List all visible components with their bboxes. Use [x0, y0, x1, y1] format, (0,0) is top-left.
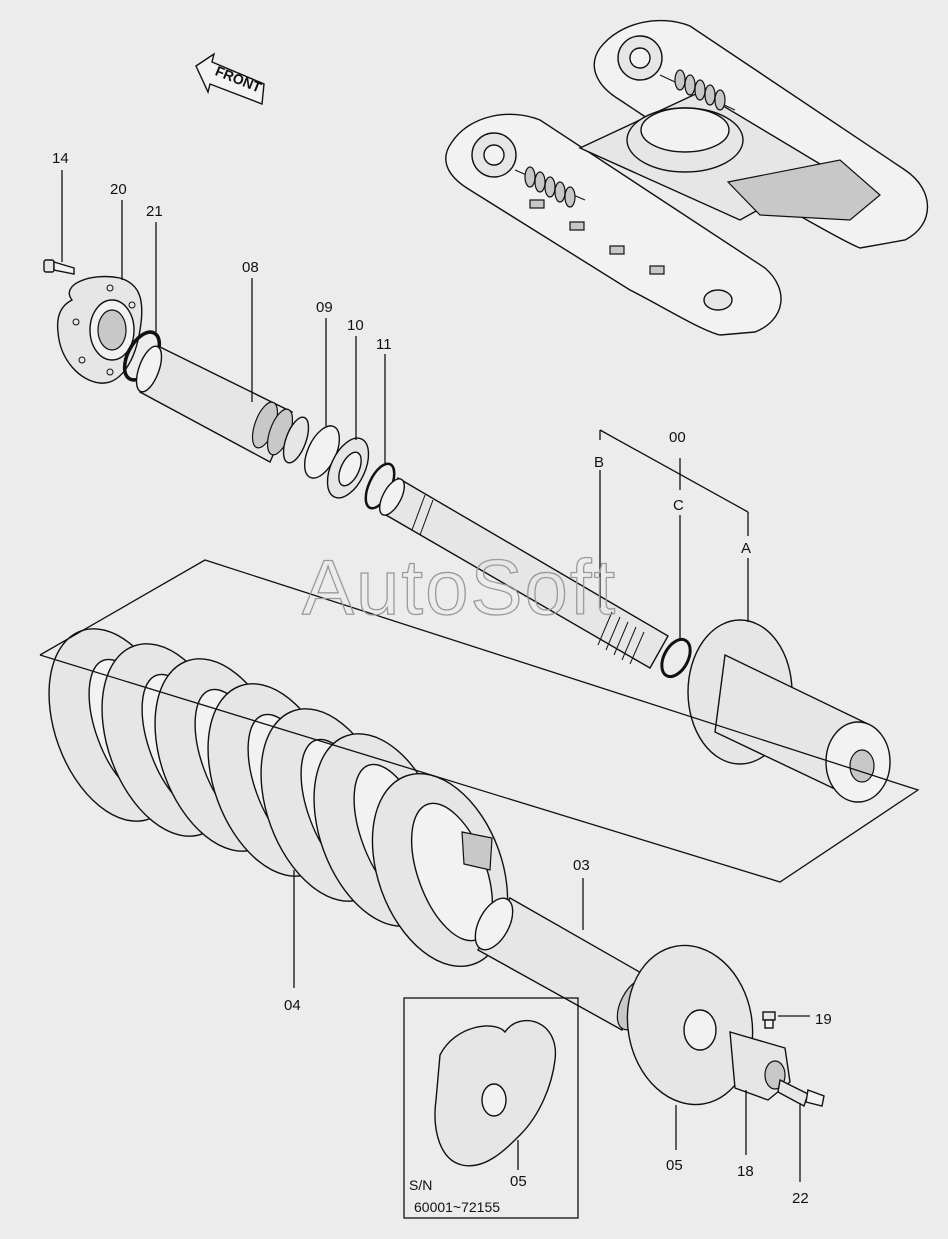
- inset-sn-label: S/N: [409, 1177, 432, 1193]
- yoke-05: [626, 944, 791, 1106]
- frame-spring-coils: [524, 69, 726, 208]
- leader-lines: [39, 170, 920, 1182]
- label-21: 21: [146, 203, 163, 220]
- bolt-14: [43, 259, 75, 275]
- label-04: 04: [284, 997, 301, 1014]
- label-00: 00: [669, 429, 686, 446]
- label-11: 11: [376, 336, 392, 353]
- label-14: 14: [52, 150, 69, 167]
- label-a: A: [741, 540, 751, 557]
- label-22: 22: [792, 1190, 809, 1207]
- o-ring-c: [660, 637, 692, 679]
- watermark: AutoSoft: [302, 543, 617, 631]
- label-05: 05: [666, 1157, 683, 1174]
- inset-variant-box: [403, 997, 579, 1219]
- inset-serial-range: 60001~72155: [414, 1199, 500, 1215]
- ring-10: [326, 437, 370, 499]
- track-frame-overview: [445, 19, 929, 336]
- piston-rod: [378, 476, 669, 669]
- label-08: 08: [242, 259, 259, 276]
- label-b: B: [594, 454, 604, 471]
- label-09: 09: [316, 299, 333, 316]
- part-labels: 14 20 21 08 09 10 11 00 B C A 03 04 19 0…: [52, 150, 832, 1215]
- label-20: 20: [110, 181, 127, 198]
- cylinder-a: [687, 619, 891, 803]
- rod-08: [135, 345, 310, 464]
- label-03: 03: [573, 857, 590, 874]
- recoil-spring-04: [48, 628, 509, 968]
- label-10: 10: [347, 317, 364, 334]
- front-direction-arrow: FRONT: [195, 52, 265, 105]
- plug-19: [762, 1011, 776, 1029]
- bracket-20: [56, 275, 143, 384]
- label-18: 18: [737, 1163, 754, 1180]
- label-19: 19: [815, 1011, 832, 1028]
- grease-fitting-22: [777, 1078, 825, 1108]
- label-05-inset: 05: [510, 1173, 527, 1190]
- label-c: C: [673, 497, 684, 514]
